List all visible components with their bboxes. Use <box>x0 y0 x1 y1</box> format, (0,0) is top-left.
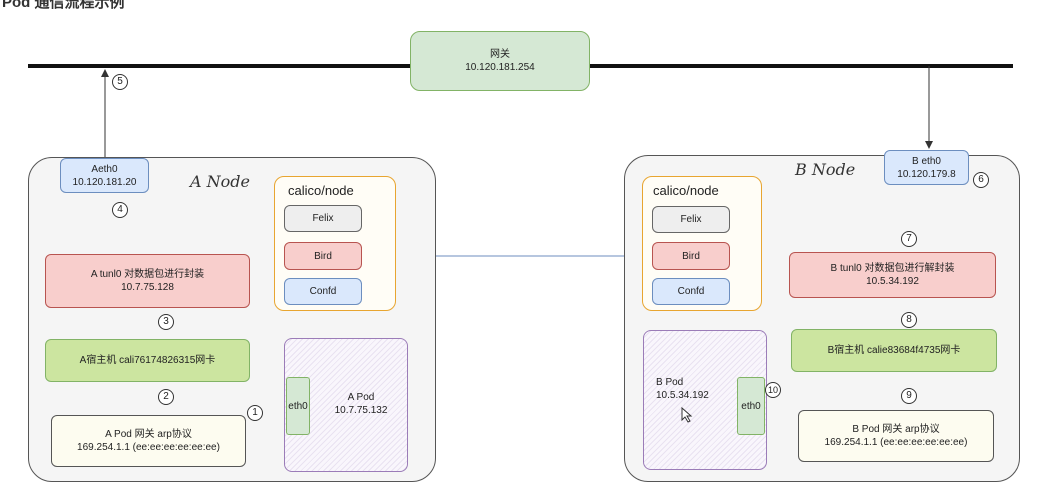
node-b-tunl-text: B tunl0 对数据包进行解封装 <box>830 263 955 274</box>
node-b-arp-detail: 169.254.1.1 (ee:ee:ee:ee:ee:ee) <box>824 437 968 448</box>
node-a-eth-box: Aeth0 10.120.181.20 <box>60 158 149 193</box>
node-a-arp-text: A Pod 网关 arp协议 <box>105 429 192 440</box>
node-a-arp-box: A Pod 网关 arp协议 169.254.1.1 (ee:ee:ee:ee:… <box>51 415 246 467</box>
node-a-arp-detail: 169.254.1.1 (ee:ee:ee:ee:ee:ee) <box>77 442 220 453</box>
node-b-tunl-box: B tunl0 对数据包进行解封装 10.5.34.192 <box>789 252 996 298</box>
node-a-felix: Felix <box>284 205 362 232</box>
node-a-pod-label: A Pod 10.7.75.132 <box>326 391 396 417</box>
step-8: 8 <box>901 312 917 328</box>
step-7: 7 <box>901 231 917 247</box>
node-a-cali-text: A宿主机 cali76174826315网卡 <box>79 355 216 366</box>
node-b-tunl-ip: 10.5.34.192 <box>866 276 919 287</box>
node-b-calico-title: calico/node <box>653 183 719 198</box>
step-4: 4 <box>112 202 128 218</box>
node-a-pod-name: A Pod <box>347 392 375 403</box>
node-b-confd: Confd <box>652 278 730 305</box>
node-a-tunl-ip: 10.7.75.128 <box>121 282 174 293</box>
node-b-arp-box: B Pod 网关 arp协议 169.254.1.1 (ee:ee:ee:ee:… <box>798 410 994 462</box>
step-1: 1 <box>247 405 263 421</box>
mouse-cursor-icon <box>681 407 693 423</box>
step-2: 2 <box>158 389 174 405</box>
node-b-cali-box: B宿主机 calie83684f4735网卡 <box>791 329 997 372</box>
node-b-felix: Felix <box>652 206 730 233</box>
node-a-pod-ip: 10.7.75.132 <box>334 405 388 416</box>
node-a-eth-name: Aeth0 <box>91 163 118 175</box>
step-9: 9 <box>901 388 917 404</box>
node-a-eth-ip: 10.120.181.20 <box>72 176 137 188</box>
node-a-cali-box: A宿主机 cali76174826315网卡 <box>45 339 250 382</box>
node-b-arp-text: B Pod 网关 arp协议 <box>852 424 940 435</box>
node-b-eth-box: B eth0 10.120.179.8 <box>884 150 969 185</box>
node-a-tunl-text: A tunl0 对数据包进行封装 <box>90 269 205 280</box>
node-a-tunl-box: A tunl0 对数据包进行封装 10.7.75.128 <box>45 254 250 308</box>
node-b-cali-text: B宿主机 calie83684f4735网卡 <box>827 345 961 356</box>
gateway-ip: 10.120.181.254 <box>465 62 535 73</box>
node-b-bird: Bird <box>652 242 730 270</box>
node-a-bird: Bird <box>284 242 362 270</box>
step-6: 6 <box>973 172 989 188</box>
node-b-pod-label: B Pod 10.5.34.192 <box>656 376 716 402</box>
node-b-eth-ip: 10.120.179.8 <box>897 168 956 180</box>
node-a-confd: Confd <box>284 278 362 305</box>
node-a-label: A Node <box>190 172 250 191</box>
node-a-calico-title: calico/node <box>288 183 354 198</box>
node-b-label: B Node <box>795 160 856 179</box>
gateway-name: 网关 <box>490 49 510 60</box>
node-b-pod-ip: 10.5.34.192 <box>656 390 709 401</box>
step-3: 3 <box>158 314 174 330</box>
node-b-pod-name: B Pod <box>656 377 684 388</box>
node-b-pod-eth0: eth0 <box>737 377 765 435</box>
node-b-eth-name: B eth0 <box>912 155 941 167</box>
gateway-box: 网关 10.120.181.254 <box>410 31 590 91</box>
step-10: 10 <box>765 382 781 398</box>
node-a-pod-eth0: eth0 <box>286 377 310 435</box>
step-5: 5 <box>112 74 128 90</box>
page-title: Pod 通信流程示例 <box>2 0 125 11</box>
